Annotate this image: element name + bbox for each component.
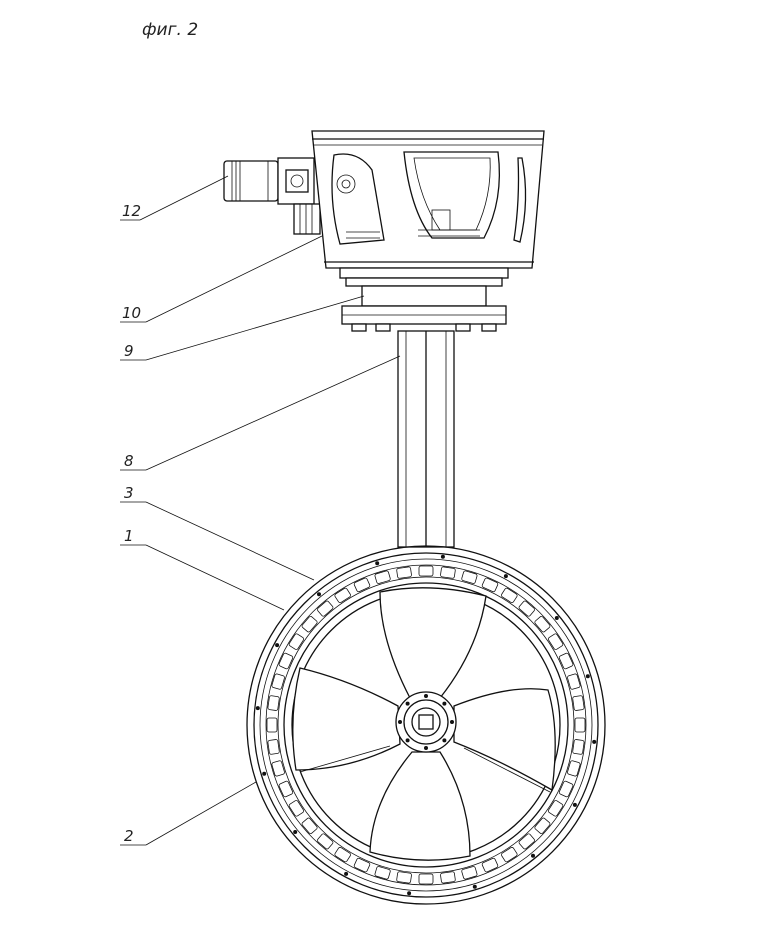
stator-slot — [575, 718, 585, 732]
stator-slot — [278, 653, 293, 670]
rim-bolt — [275, 643, 279, 647]
stator-slot — [354, 577, 371, 592]
rim-bolt — [531, 854, 535, 858]
rim-bolt — [473, 885, 477, 889]
stator-slot — [572, 695, 584, 710]
propeller-hub — [396, 692, 456, 752]
rim-bolt — [256, 706, 260, 710]
hub-bolt — [442, 738, 446, 742]
rim-bolt — [293, 830, 297, 834]
stator-slot — [334, 847, 351, 863]
flange — [342, 286, 506, 331]
stator-slot — [559, 781, 574, 798]
stator-slot — [301, 817, 318, 834]
motor-assembly — [224, 158, 320, 234]
stator-slot — [419, 566, 433, 576]
rim-bolt — [262, 772, 266, 776]
rim-bolt — [573, 803, 577, 807]
rim-bolt — [317, 592, 321, 596]
stator-slot — [559, 653, 574, 670]
hub-bolt — [406, 738, 410, 742]
stator-slot — [288, 633, 304, 650]
stator-slot — [334, 587, 351, 603]
stator-slot — [267, 718, 277, 732]
label-3: 3 — [124, 484, 134, 502]
stator-slot — [440, 567, 455, 579]
stator-slot — [268, 695, 280, 710]
stator-slot — [548, 633, 564, 650]
stator-slot — [548, 800, 564, 817]
label-12: 12 — [122, 202, 141, 220]
stator-slot — [534, 817, 551, 834]
stator-slot — [482, 858, 499, 873]
stator-slot — [288, 800, 304, 817]
rim-bolt — [592, 740, 596, 744]
stator-slot — [317, 600, 334, 617]
strut — [398, 331, 454, 547]
label-1: 1 — [124, 527, 134, 545]
stator-slot — [440, 871, 455, 883]
stator-slot — [572, 739, 584, 754]
label-2: 2 — [124, 827, 134, 845]
hub-bolt — [398, 720, 402, 724]
rim-bolt — [441, 555, 445, 559]
stator-slot — [396, 567, 411, 579]
stator-slot — [396, 871, 411, 883]
rim-bolt — [555, 616, 559, 620]
stator-slot — [301, 616, 318, 633]
label-10: 10 — [122, 304, 141, 322]
hub-bolt — [424, 746, 428, 750]
hub-bolt — [450, 720, 454, 724]
rim-bolt — [586, 674, 590, 678]
rim-bolt — [344, 872, 348, 876]
stator-slot — [518, 600, 535, 617]
stator-slot — [518, 833, 535, 850]
stator-slot — [501, 847, 518, 863]
hub-bolt — [424, 694, 428, 698]
rim-bolt — [407, 891, 411, 895]
rim-bolt — [504, 574, 508, 578]
stator-slot — [482, 577, 499, 592]
stator-slot — [268, 739, 280, 754]
stator-slot — [354, 858, 371, 873]
label-9: 9 — [124, 342, 134, 360]
label-8: 8 — [124, 452, 134, 470]
stator-slot — [419, 874, 433, 884]
hub-bolt — [406, 702, 410, 706]
hub-bolt — [442, 702, 446, 706]
rim-bolt — [375, 561, 379, 565]
stator-slot — [501, 587, 518, 603]
upper-housing — [312, 131, 544, 286]
stator-slot — [317, 833, 334, 850]
stator-slot — [534, 616, 551, 633]
stator-slot — [278, 781, 293, 798]
